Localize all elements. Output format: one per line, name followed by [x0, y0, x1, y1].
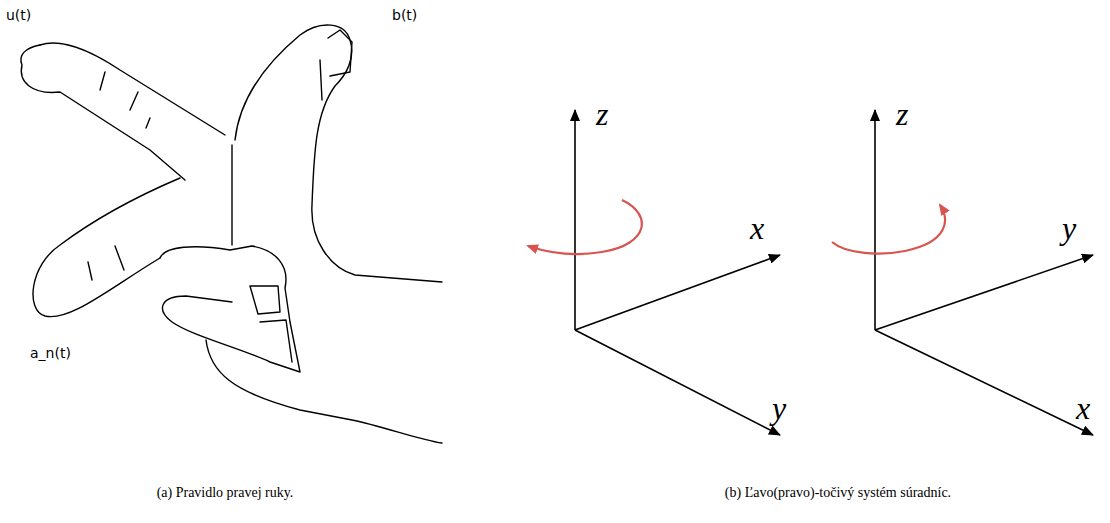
hand-sketch [21, 25, 442, 443]
axis-label: x [750, 212, 764, 244]
vector-label: u(t) [6, 8, 31, 22]
rotation-arrow [832, 205, 945, 254]
x-axis [875, 330, 1093, 435]
axis-label: z [896, 98, 908, 130]
axis-label: z [596, 98, 608, 130]
subfigure-caption: (b) Ľavo(pravo)-točivý systém súradníc. [725, 486, 951, 500]
axis-label: y [1062, 212, 1076, 244]
x-axis [575, 255, 780, 330]
subfigure-caption: (a) Pravidlo pravej ruky. [157, 486, 294, 500]
rotation-arrow [528, 200, 642, 254]
axis-label: x [1076, 392, 1090, 424]
vector-label: b(t) [392, 8, 417, 22]
coordinate-axes [575, 110, 1093, 435]
z-axis [874, 110, 876, 330]
axis-label: y [772, 392, 786, 424]
rotation-arrows [528, 200, 945, 254]
y-axis [575, 330, 780, 435]
vector-label: a_n(t) [30, 346, 71, 360]
y-axis [875, 255, 1093, 330]
z-axis [574, 110, 576, 330]
